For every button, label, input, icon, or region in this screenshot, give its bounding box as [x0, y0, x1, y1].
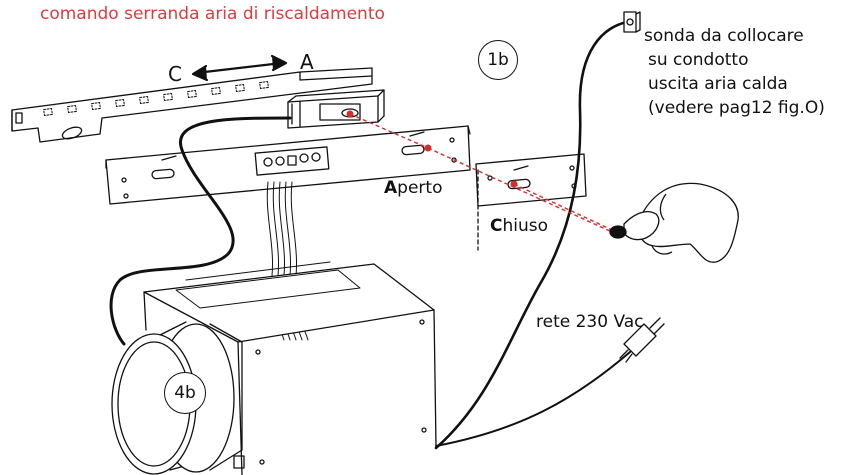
direction-closed-letter: C [168, 62, 182, 86]
alignment-guides [349, 113, 613, 233]
direction-arrow [191, 54, 288, 82]
diagram-title: comando serranda aria di riscaldamento [40, 4, 385, 24]
label-closed-initial: C [490, 216, 503, 236]
label-closed-rest: hiuso [502, 216, 549, 236]
power-plug [619, 317, 665, 363]
fan-box [143, 261, 437, 475]
damper-actuator [287, 89, 385, 129]
alignment-markers [346, 110, 518, 188]
power-supply-label: rete 230 Vac [536, 312, 644, 332]
callout-1b: 1b [478, 40, 518, 80]
middle-plate [105, 125, 471, 205]
callout-4b: 4b [164, 372, 206, 414]
closed-position-plate [475, 153, 587, 251]
wire-left [109, 116, 292, 346]
probe-note-line-3: uscita aria calda [648, 74, 788, 94]
label-open-rest: perto [397, 178, 443, 198]
probe-note-line-2: su condotto [648, 50, 749, 70]
top-bar [11, 67, 373, 143]
probe-note-line-1: sonda da collocare [644, 26, 804, 46]
wire-power [435, 351, 631, 447]
direction-open-letter: A [300, 50, 314, 74]
label-closed-position: Chiuso [490, 218, 548, 235]
wire-probe [434, 20, 630, 450]
hand-illustration [609, 182, 739, 263]
probe-sensor [623, 11, 641, 33]
label-open-position: Aperto [384, 180, 442, 197]
probe-note-line-4: (vedere pag12 fig.O) [648, 98, 825, 118]
label-open-initial: A [384, 178, 398, 198]
